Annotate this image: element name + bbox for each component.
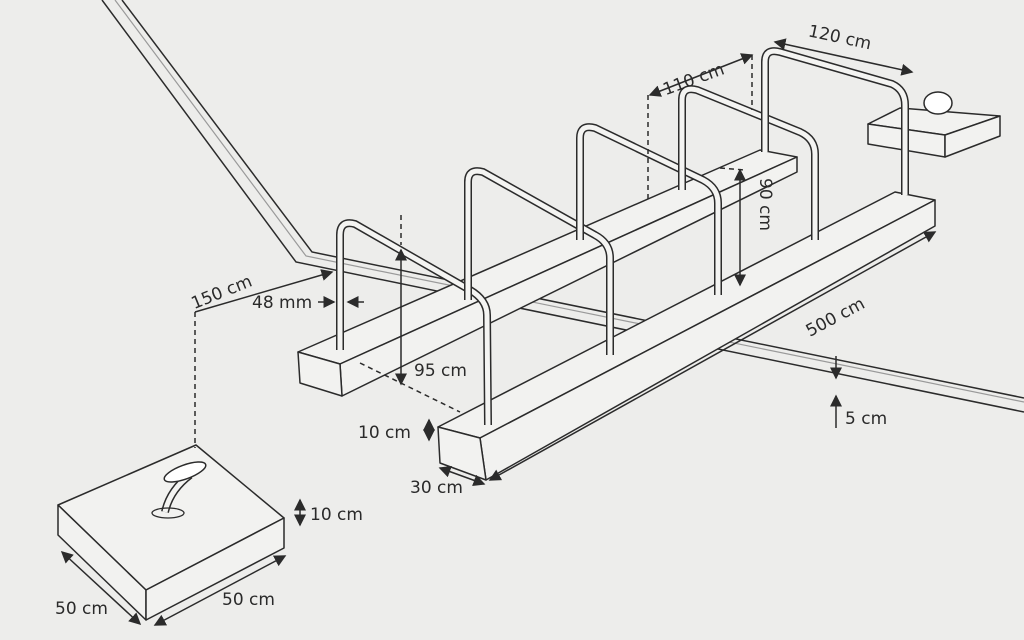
dimension-lines [60, 38, 937, 626]
end-base [867, 91, 1001, 158]
label-base-width: 30 cm [410, 478, 463, 498]
back-base [297, 149, 798, 397]
label-block-depth: 50 cm [55, 599, 108, 619]
rail-1 [336, 219, 492, 426]
label-offset: 150 cm [188, 271, 255, 313]
label-rail-height-back: 90 cm [755, 178, 775, 231]
label-curb-height: 5 cm [845, 409, 887, 429]
rail-3 [576, 123, 722, 295]
label-rail-spacing-far: 120 cm [807, 22, 874, 55]
label-block-width: 50 cm [222, 590, 275, 610]
front-base [437, 191, 936, 481]
light-fixture-icon [923, 91, 953, 115]
label-base-height: 10 cm [358, 423, 411, 443]
label-rail-height-front: 95 cm [414, 361, 467, 381]
label-tube-diameter: 48 mm [252, 293, 312, 313]
label-block-height: 10 cm [310, 505, 363, 525]
